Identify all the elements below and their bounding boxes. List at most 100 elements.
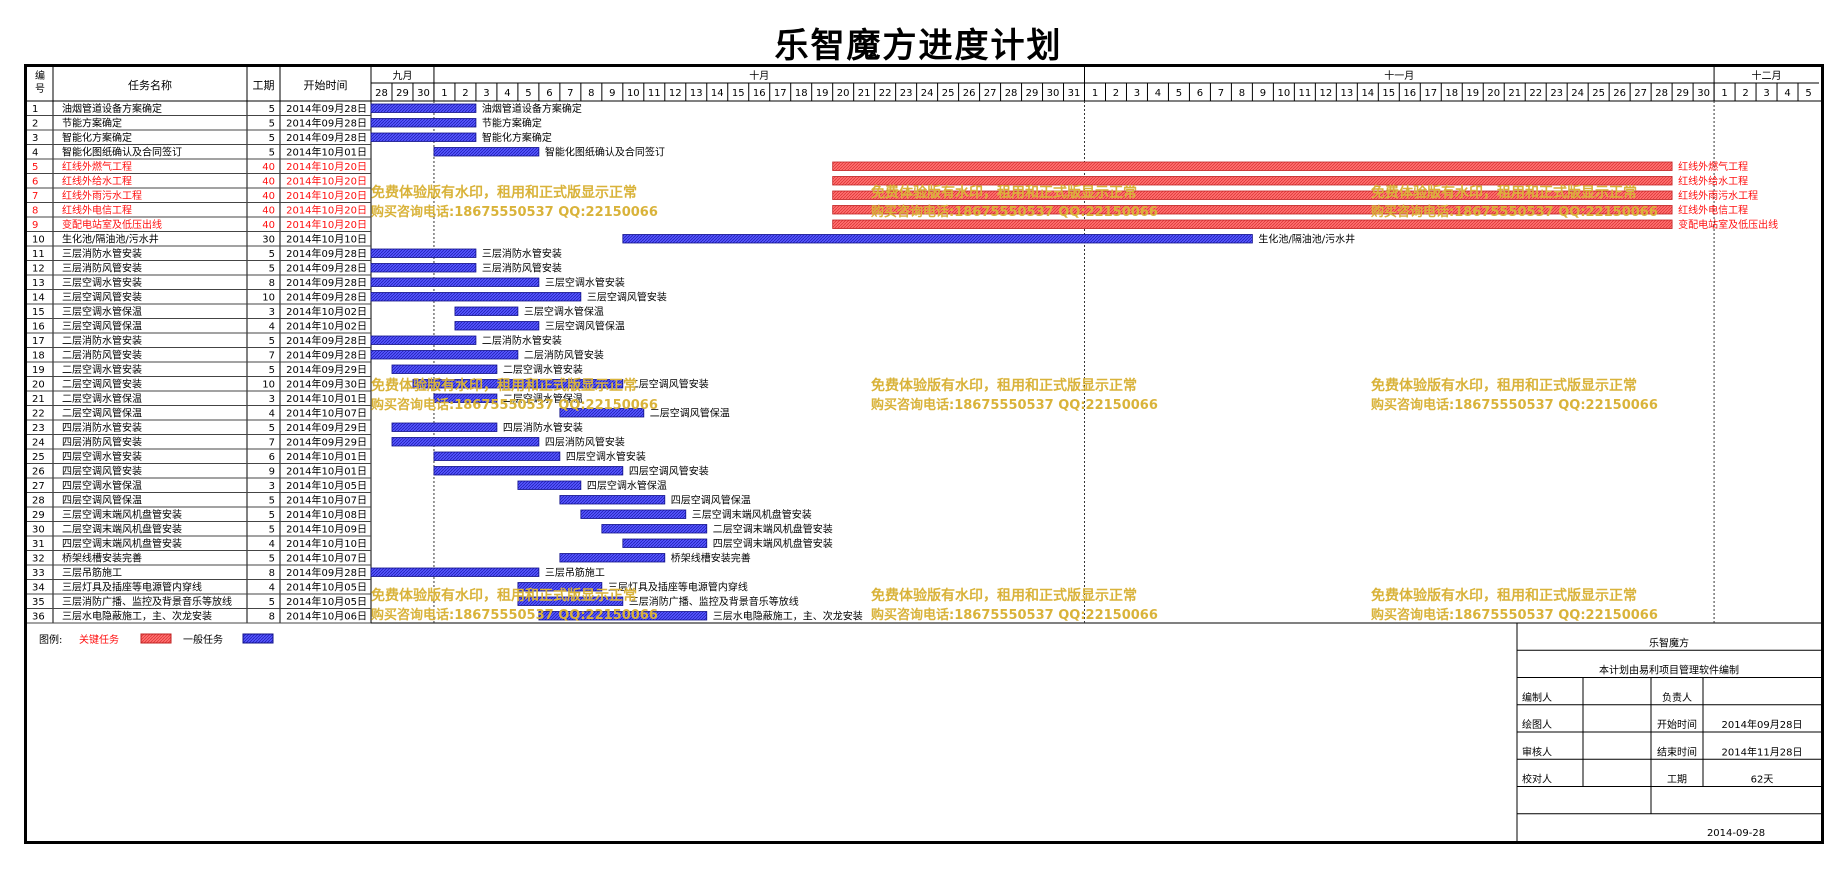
titleblock-label: 开始时间 xyxy=(1657,718,1697,731)
bar-label: 红线外燃气工程 xyxy=(1678,160,1748,173)
bar-label: 智能化方案确定 xyxy=(482,131,552,144)
watermark-text: 免费体验版有水印，租用和正式版显示正常 xyxy=(871,184,1137,201)
day-label: 24 xyxy=(921,88,934,99)
day-label: 11 xyxy=(1298,88,1311,99)
task-bar xyxy=(517,596,624,606)
row-number: 24 xyxy=(32,437,45,448)
task-duration: 3 xyxy=(269,394,275,405)
day-label: 7 xyxy=(1218,88,1224,99)
bar-label: 四层消防水管安装 xyxy=(503,421,583,434)
task-duration: 4 xyxy=(269,539,275,550)
task-bar xyxy=(391,437,540,447)
day-label: 3 xyxy=(1763,88,1769,99)
bar-label: 三层空调水管安装 xyxy=(545,276,625,289)
day-label: 5 xyxy=(525,88,531,99)
task-name: 桥架线槽安装完善 xyxy=(62,551,142,564)
row-number: 9 xyxy=(32,220,38,231)
day-label: 31 xyxy=(1068,88,1081,99)
task-duration: 5 xyxy=(269,147,275,158)
day-label: 29 xyxy=(1026,88,1039,99)
task-name: 三层灯具及插座等电源管内穿线 xyxy=(62,580,202,593)
task-start-date: 2014年09月28日 xyxy=(286,261,367,274)
task-duration: 9 xyxy=(269,466,275,477)
day-label: 18 xyxy=(795,88,808,99)
watermark-text: 免费体验版有水印，租用和正式版显示正常 xyxy=(1371,587,1637,604)
task-name: 三层消防风管安装 xyxy=(62,261,142,274)
watermark-text: 购买咨询电话:18675550537 QQ:22150066 xyxy=(871,204,1158,220)
row-number: 26 xyxy=(32,466,45,477)
task-start-date: 2014年09月28日 xyxy=(286,247,367,260)
day-label: 18 xyxy=(1445,88,1458,99)
task-bar xyxy=(370,132,477,142)
bar-label: 三层空调末端风机盘管安装 xyxy=(692,508,812,521)
day-label: 30 xyxy=(1697,88,1710,99)
day-label: 5 xyxy=(1805,88,1811,99)
row-number: 14 xyxy=(32,292,45,303)
bar-label: 红线外给水工程 xyxy=(1678,174,1748,187)
task-bar xyxy=(370,335,477,345)
row-number: 16 xyxy=(32,321,45,332)
task-name: 三层消防广播、监控及背景音乐等放线 xyxy=(62,595,232,608)
row-number: 11 xyxy=(32,249,45,260)
task-start-date: 2014年09月29日 xyxy=(286,421,367,434)
bar-label: 三层水电隐蔽施工，主、次龙安装 xyxy=(713,609,863,622)
task-bar xyxy=(433,451,561,461)
task-name: 红线外雨污水工程 xyxy=(62,189,142,202)
watermark-text: 购买咨询电话:18675550537 QQ:22150066 xyxy=(1371,397,1658,413)
task-duration: 7 xyxy=(269,437,275,448)
titleblock-label: 编制人 xyxy=(1522,691,1552,704)
task-bar xyxy=(622,234,1253,244)
legend-title: 图例: xyxy=(39,633,62,646)
day-label: 16 xyxy=(1403,88,1416,99)
row-number: 36 xyxy=(32,611,45,622)
task-start-date: 2014年10月07日 xyxy=(286,406,367,419)
task-bar xyxy=(538,611,708,621)
task-start-date: 2014年10月10日 xyxy=(286,232,367,245)
task-start-date: 2014年10月20日 xyxy=(286,203,367,216)
task-start-date: 2014年10月06日 xyxy=(286,609,367,622)
task-duration: 8 xyxy=(269,278,275,289)
row-number: 20 xyxy=(32,379,45,390)
day-label: 4 xyxy=(504,88,510,99)
titleblock-label: 绘图人 xyxy=(1522,718,1552,731)
bar-label: 红线外电信工程 xyxy=(1678,203,1748,216)
task-start-date: 2014年10月20日 xyxy=(286,189,367,202)
bar-label: 三层空调风管保温 xyxy=(545,319,625,332)
task-duration: 3 xyxy=(269,481,275,492)
day-label: 16 xyxy=(753,88,766,99)
task-duration: 5 xyxy=(269,495,275,506)
bar-label: 三层空调风管安装 xyxy=(587,290,667,303)
day-label: 19 xyxy=(816,88,829,99)
row-number: 17 xyxy=(32,336,45,347)
day-label: 12 xyxy=(1319,88,1332,99)
legend-critical-label: 关键任务 xyxy=(79,633,119,646)
day-label: 23 xyxy=(1550,88,1563,99)
task-bar xyxy=(370,277,540,287)
day-label: 17 xyxy=(774,88,787,99)
day-label: 9 xyxy=(609,88,615,99)
task-bar xyxy=(370,248,477,258)
day-label: 29 xyxy=(1676,88,1689,99)
day-label: 8 xyxy=(1239,88,1245,99)
task-bar xyxy=(832,219,1673,229)
task-name: 四层空调风管安装 xyxy=(62,464,142,477)
legend-critical-swatch xyxy=(140,633,172,644)
task-start-date: 2014年09月29日 xyxy=(286,363,367,376)
day-label: 25 xyxy=(942,88,955,99)
row-number: 2 xyxy=(32,118,38,129)
task-name: 节能方案确定 xyxy=(62,116,122,129)
day-label: 3 xyxy=(483,88,489,99)
watermark-text: 免费体验版有水印，租用和正式版显示正常 xyxy=(871,587,1137,604)
task-start-date: 2014年09月28日 xyxy=(286,334,367,347)
day-label: 10 xyxy=(1278,88,1291,99)
chart-title: 乐智魔方进度计划 xyxy=(774,26,1063,66)
row-number: 27 xyxy=(32,481,45,492)
task-start-date: 2014年10月01日 xyxy=(286,145,367,158)
task-name: 四层空调水管安装 xyxy=(62,450,142,463)
titleblock-company: 乐智魔方 xyxy=(1649,636,1689,649)
task-name: 三层空调末端风机盘管安装 xyxy=(62,508,182,521)
task-name: 二层消防水管安装 xyxy=(62,334,142,347)
day-label: 30 xyxy=(1047,88,1060,99)
bar-label: 四层消防风管安装 xyxy=(545,435,625,448)
